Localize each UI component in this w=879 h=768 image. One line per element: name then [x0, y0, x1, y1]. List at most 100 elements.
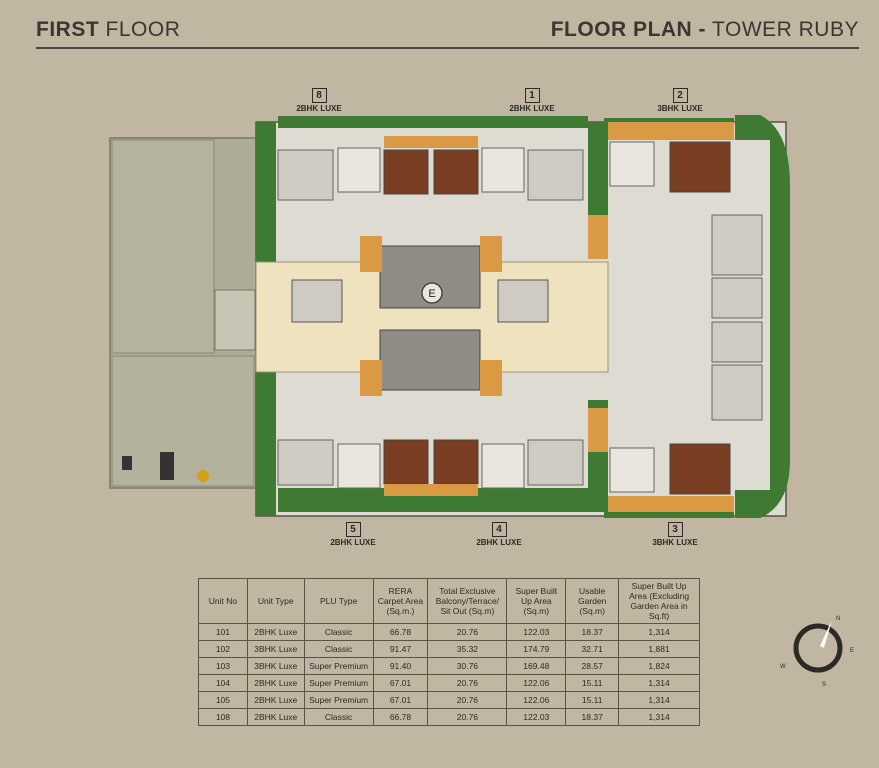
- table-cell: 20.76: [427, 674, 508, 692]
- table-cell: Classic: [303, 708, 374, 726]
- sitout-2b: [711, 277, 763, 319]
- table-cell: 18.37: [565, 708, 620, 726]
- terrace-north: [384, 136, 478, 148]
- master-bed-5: [383, 439, 429, 485]
- dry-balcony-3: [588, 408, 608, 452]
- unit-number: 1: [524, 88, 540, 103]
- sitout-3: [711, 364, 763, 421]
- table-cell: 2BHK Luxe: [246, 623, 305, 641]
- table-header-row: Unit No Unit Type PLU Type RERA Carpet A…: [198, 578, 700, 624]
- col-unit-type: Unit Type: [246, 578, 305, 624]
- master-bed-4: [433, 439, 479, 485]
- gym-equipment-b: [122, 456, 132, 470]
- table-cell: 15.11: [565, 691, 620, 709]
- multipurpose-hall: [111, 139, 215, 354]
- col-usable-garden: Usable Garden (Sq.m): [565, 578, 620, 624]
- table-cell: Super Premium: [303, 691, 374, 709]
- garden-se: [604, 510, 734, 518]
- compass-n: N: [836, 616, 840, 622]
- terrace-south: [384, 484, 478, 496]
- table-cell: 91.40: [372, 657, 429, 675]
- garden-west-south: [256, 370, 276, 516]
- table-cell: 122.03: [506, 623, 567, 641]
- table-cell: 3BHK Luxe: [246, 640, 305, 658]
- unit-number: 2: [672, 88, 688, 103]
- bedroom-3a: [609, 447, 655, 493]
- table-cell: 101: [198, 623, 248, 641]
- table-cell: 108: [198, 708, 248, 726]
- lift-marker-label: E: [428, 288, 435, 300]
- table-cell: 20.76: [427, 623, 508, 641]
- table-cell: 15.11: [565, 674, 620, 692]
- garden-mid-north: [588, 122, 608, 242]
- unit-number: 3: [667, 522, 683, 537]
- compass-ring: [793, 623, 843, 673]
- compass-s: S: [822, 682, 826, 688]
- terrace-2: [608, 122, 734, 140]
- gym-ball: [197, 470, 209, 482]
- table-cell: 67.01: [372, 674, 429, 692]
- bedroom-1: [481, 147, 525, 193]
- plan-title-light: TOWER RUBY: [712, 18, 859, 41]
- terrace-3: [608, 496, 734, 512]
- table-cell: 122.06: [506, 691, 567, 709]
- table-cell: 1,824: [618, 657, 700, 675]
- floor-title-light: FLOOR: [105, 18, 181, 41]
- plan-title-bold: FLOOR PLAN -: [550, 18, 707, 41]
- table-cell: 35.32: [427, 640, 508, 658]
- unit-type: 2BHK LUXE: [296, 104, 342, 113]
- compass-north-tip: [820, 620, 832, 648]
- col-plu-type: PLU Type: [303, 578, 374, 624]
- table-cell: 91.47: [372, 640, 429, 658]
- floor-title-bold: FIRST: [36, 18, 100, 41]
- unit-type: 2BHK LUXE: [509, 104, 555, 113]
- table-cell: 104: [198, 674, 248, 692]
- bedroom-4: [481, 443, 525, 489]
- sitout-8: [277, 149, 334, 201]
- hall-lifts: [214, 289, 256, 351]
- table-cell: 2BHK Luxe: [246, 708, 305, 726]
- table-cell: Classic: [303, 640, 374, 658]
- bedroom-5: [337, 443, 381, 489]
- dry-balcony-4: [480, 360, 502, 396]
- col-unit-no: Unit No: [198, 578, 248, 624]
- table-cell: 2BHK Luxe: [246, 691, 305, 709]
- table-cell: 1,314: [618, 674, 700, 692]
- bedroom-8: [337, 147, 381, 193]
- area-table: Unit No Unit Type PLU Type RERA Carpet A…: [198, 578, 700, 726]
- table-cell: 20.76: [427, 708, 508, 726]
- table-cell: 103: [198, 657, 248, 675]
- master-bed-2: [669, 141, 731, 193]
- table-cell: 2BHK Luxe: [246, 674, 305, 692]
- dry-balcony-8: [360, 236, 382, 272]
- header-divider: [36, 47, 859, 49]
- table-cell: 3BHK Luxe: [246, 657, 305, 675]
- table-cell: 1,314: [618, 708, 700, 726]
- garden-west-north: [256, 122, 276, 262]
- table-cell: 1,314: [618, 623, 700, 641]
- table-cell: 32.71: [565, 640, 620, 658]
- dry-balcony-5: [360, 360, 382, 396]
- table-cell: 174.79: [506, 640, 567, 658]
- floor-title: FIRST FLOOR: [36, 18, 180, 42]
- dry-balcony-1: [480, 236, 502, 272]
- unit-number: 5: [345, 522, 361, 537]
- table-cell: 20.76: [427, 691, 508, 709]
- sitout-2: [711, 214, 763, 276]
- table-cell: 1,314: [618, 691, 700, 709]
- table-cell: 66.78: [372, 623, 429, 641]
- unit-type: 3BHK LUXE: [652, 538, 698, 547]
- table-cell: 102: [198, 640, 248, 658]
- garden-north: [278, 116, 588, 128]
- garden-east-curve: [735, 115, 790, 518]
- table-cell: 169.48: [506, 657, 567, 675]
- compass-w: W: [780, 664, 786, 670]
- sitout-3b: [711, 321, 763, 363]
- table-cell: 30.76: [427, 657, 508, 675]
